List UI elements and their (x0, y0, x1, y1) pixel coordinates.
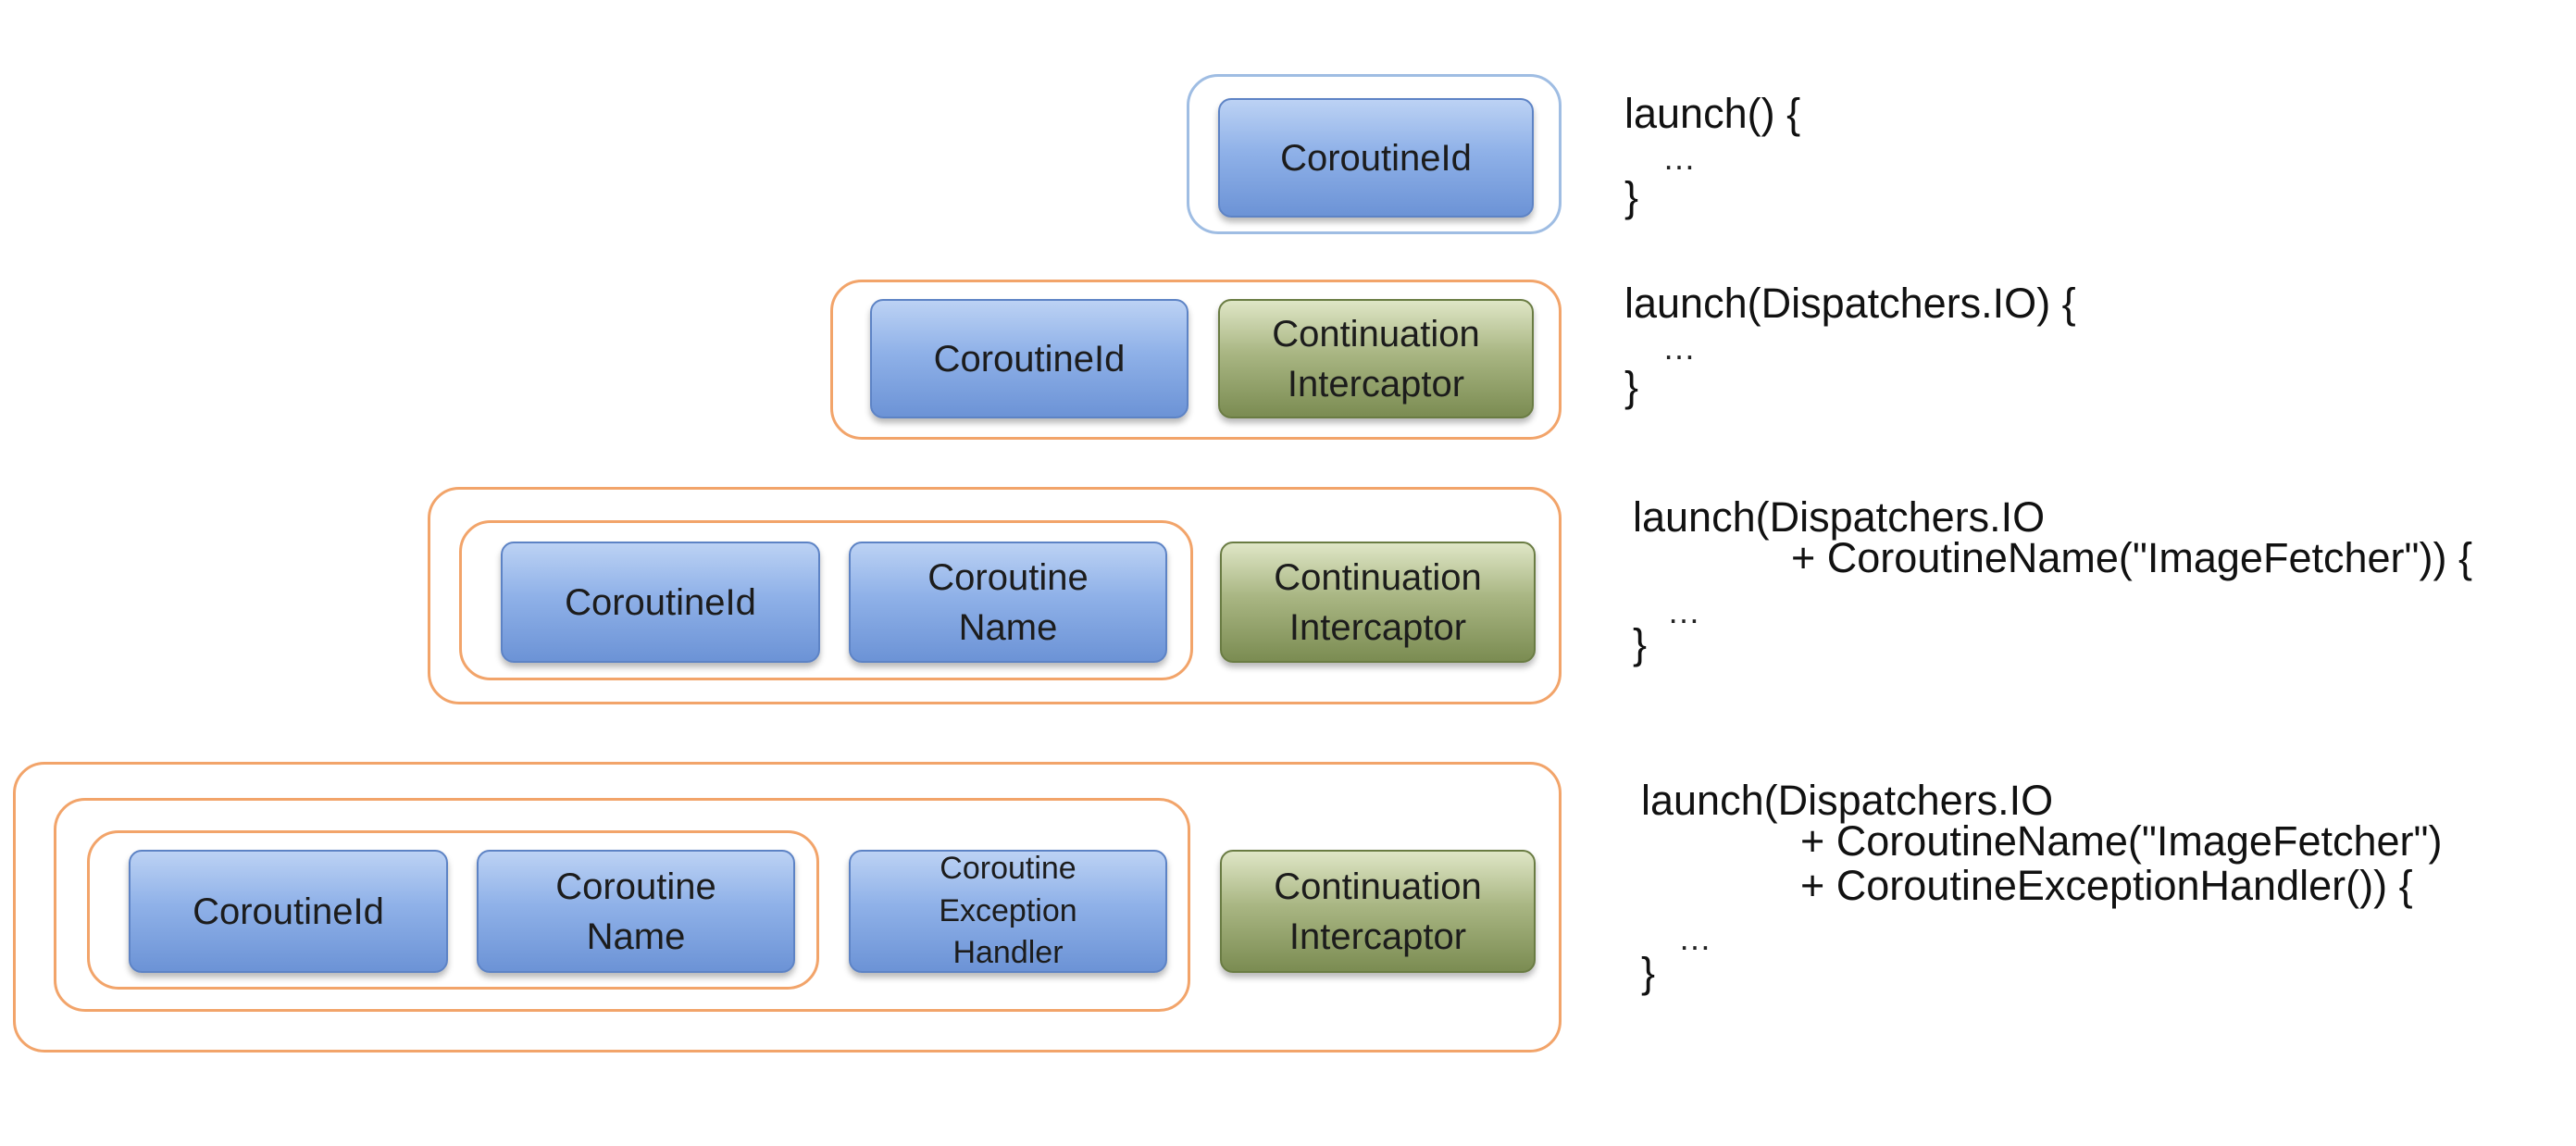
coroutine-name-box: Coroutine Name (849, 542, 1167, 663)
code-close-brace: } (1624, 363, 1639, 410)
code-line: + CoroutineName("ImageFetcher") (1800, 817, 2443, 865)
coroutine-exception-handler-box: Coroutine Exception Handler (849, 850, 1167, 973)
code-line: launch(Dispatchers.IO) { (1624, 280, 2076, 327)
ellipsis: … (1662, 139, 1698, 177)
coroutine-id-box: CoroutineId (129, 850, 448, 973)
coroutine-id-box: CoroutineId (870, 299, 1188, 418)
coroutine-id-box: CoroutineId (1218, 98, 1534, 218)
code-line: launch(Dispatchers.IO (1641, 777, 2054, 824)
code-line: + CoroutineExceptionHandler()) { (1800, 862, 2413, 909)
code-line: launch(Dispatchers.IO (1633, 493, 2046, 541)
code-line: launch() { (1624, 90, 1801, 137)
code-line: + CoroutineName("ImageFetcher")) { (1791, 534, 2472, 581)
continuation-interceptor-box: Continuation Intercaptor (1218, 299, 1534, 418)
continuation-interceptor-box: Continuation Intercaptor (1220, 850, 1536, 973)
ellipsis: … (1662, 329, 1698, 367)
coroutine-id-box: CoroutineId (501, 542, 820, 663)
continuation-interceptor-box: Continuation Intercaptor (1220, 542, 1536, 663)
code-close-brace: } (1624, 173, 1639, 220)
code-close-brace: } (1633, 620, 1648, 667)
coroutine-name-box: Coroutine Name (477, 850, 795, 973)
ellipsis: … (1667, 592, 1702, 630)
code-close-brace: } (1641, 949, 1656, 996)
ellipsis: … (1678, 919, 1713, 957)
